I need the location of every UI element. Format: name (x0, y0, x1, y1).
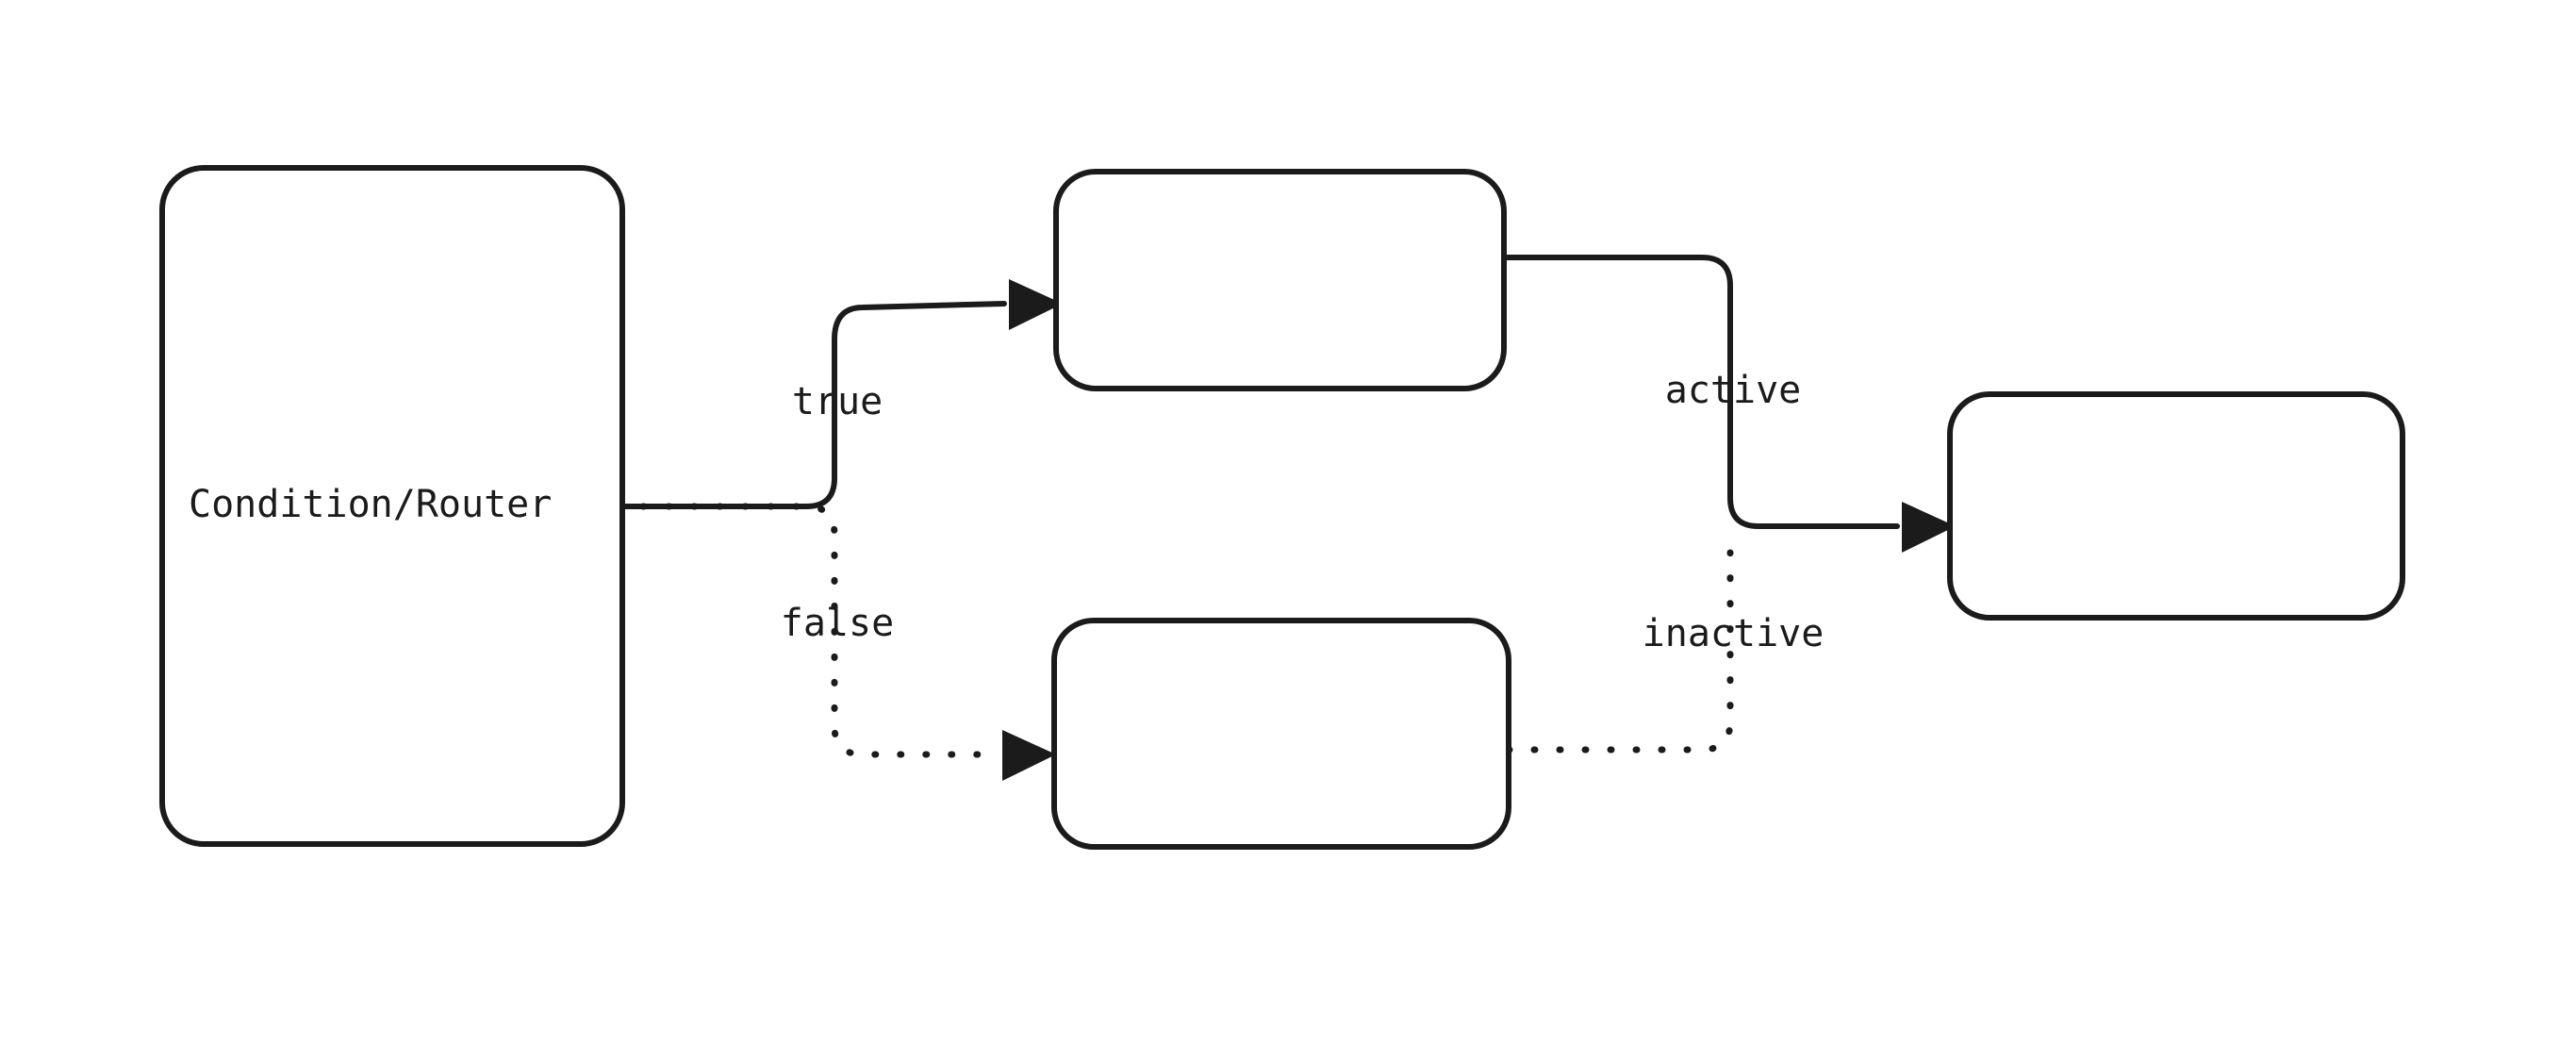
edge-edge-active: active (1504, 255, 1956, 553)
arrowhead-icon (1009, 279, 1063, 330)
node-shape-condition-router[interactable] (159, 165, 625, 847)
node-merge-node[interactable] (1947, 391, 2405, 621)
node-label-condition-router: Condition/Router (189, 483, 552, 526)
node-shape-merge-node[interactable] (1947, 391, 2405, 621)
edge-label-false: false (781, 602, 894, 645)
edge-line-solid (615, 301, 1007, 509)
edge-label-inactive: inactive (1643, 612, 1825, 655)
edge-edge-inactive: inactive (1505, 549, 1825, 754)
edge-label-active: active (1665, 369, 1802, 412)
node-shape-true-branch-node[interactable] (1053, 169, 1507, 391)
node-false-branch-node[interactable] (1051, 618, 1511, 850)
edge-label-true: true (792, 380, 883, 423)
node-shape-false-branch-node[interactable] (1051, 618, 1511, 850)
edge-edge-false: false (614, 503, 1056, 781)
arrowhead-icon (1002, 730, 1056, 781)
arrowhead-icon (1902, 502, 1956, 553)
edge-line-solid (1504, 255, 1900, 529)
node-true-branch-node[interactable] (1053, 169, 1507, 391)
edge-edge-true: true (615, 279, 1063, 509)
edge-line-dotted (614, 503, 1001, 758)
node-condition-router[interactable]: Condition/Router (159, 165, 625, 847)
